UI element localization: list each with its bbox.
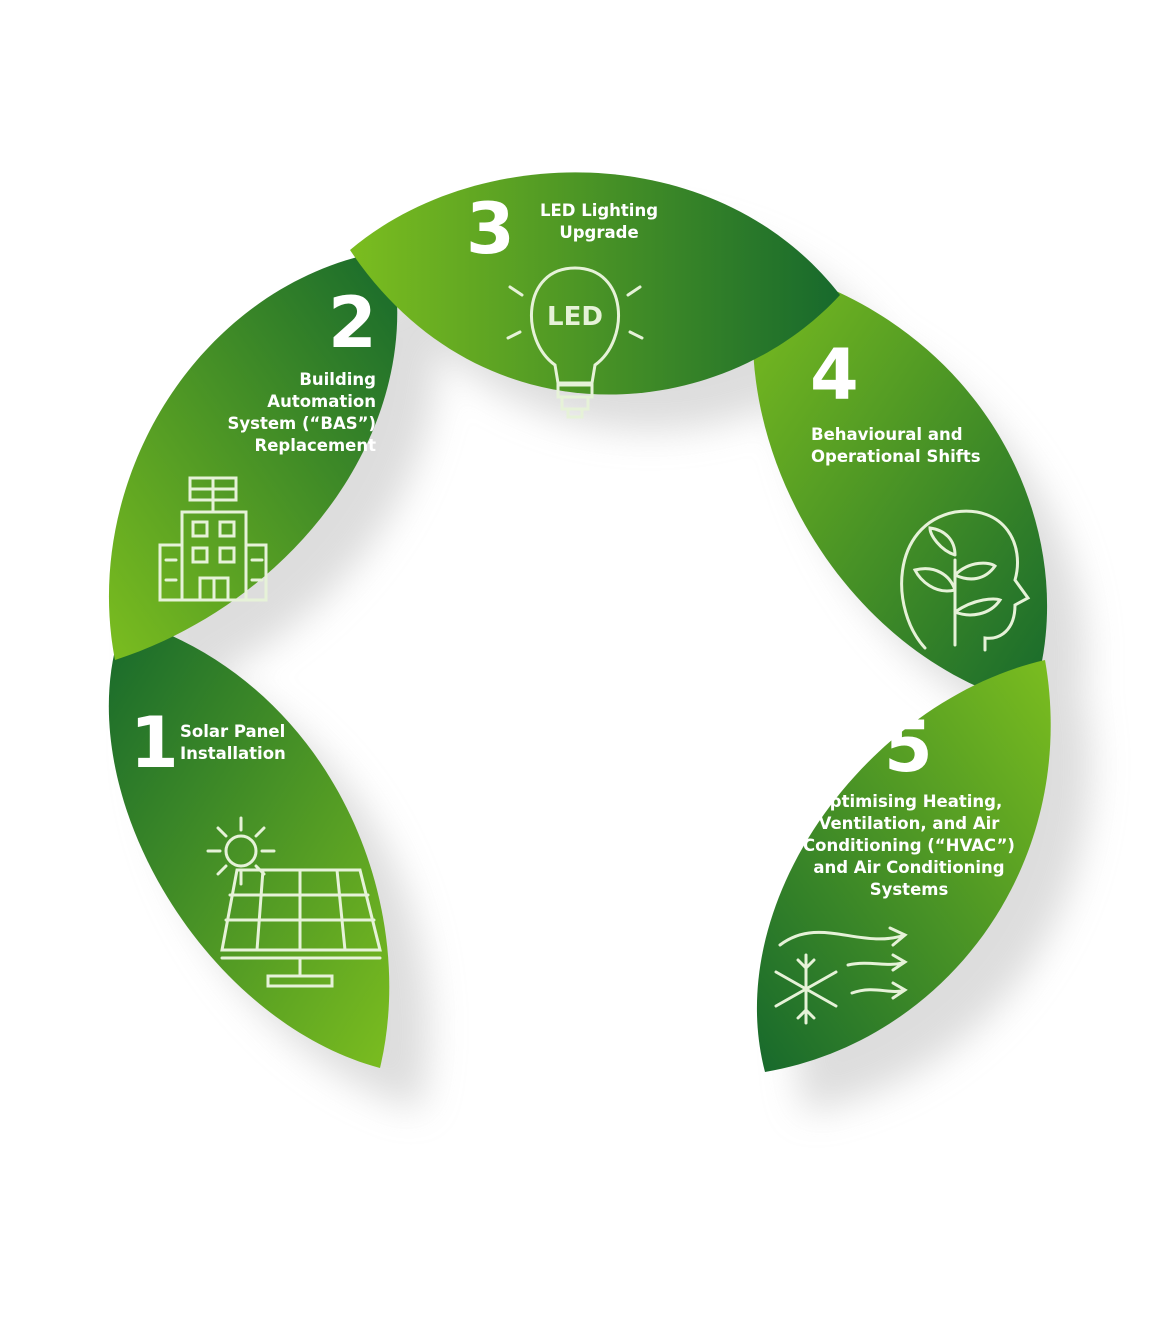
step-4-label: Behavioural and Operational Shifts: [811, 425, 981, 466]
step-2-number: 2: [328, 282, 377, 364]
step-1-number: 1: [130, 702, 179, 784]
led-icon-text: LED: [547, 302, 603, 332]
head-plant-icon: [900, 509, 1031, 652]
step-1-label: Solar Panel Installation: [180, 722, 286, 763]
led-bulb-icon: [506, 266, 644, 419]
solar-panel-icon: [206, 816, 382, 988]
snowflake-airflow-icon: [774, 926, 908, 1025]
step-4-number: 4: [810, 334, 859, 416]
petal-1: [108, 618, 390, 1068]
center-letter: E: [416, 596, 447, 647]
step-5-number: 5: [884, 706, 933, 788]
step-3-label: LED Lighting Upgrade: [539, 201, 659, 242]
petal-4: [752, 265, 1048, 705]
step-2-label: Building Automation System (“BAS”) Repla…: [227, 370, 376, 455]
petal-3: [350, 172, 840, 395]
petal-5: [756, 660, 1051, 1072]
step-3-number: 3: [466, 188, 515, 270]
step-5-label: Optimising Heating, Ventilation, and Air…: [803, 792, 1015, 899]
building-icon: [158, 476, 268, 602]
